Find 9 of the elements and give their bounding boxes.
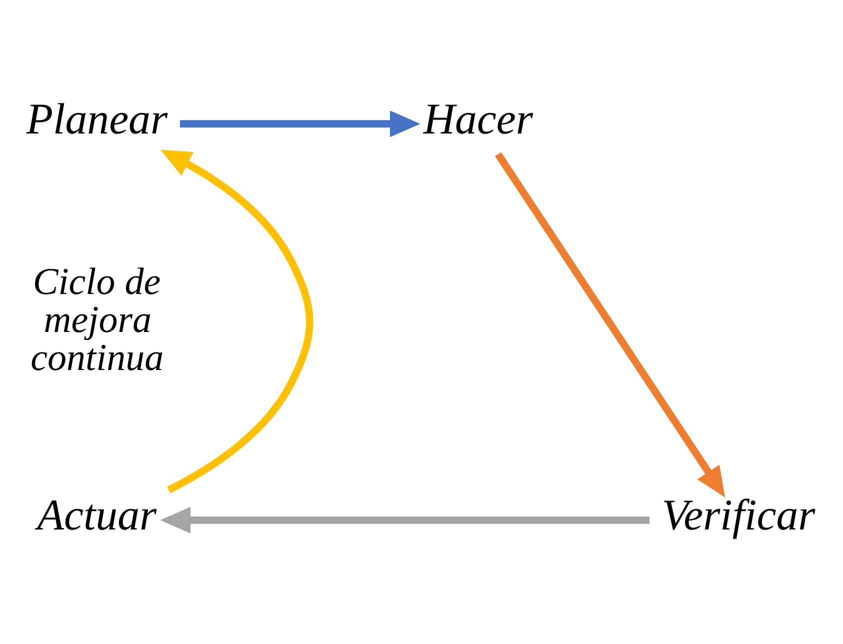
node-text: Planear [26,95,168,144]
node-text: Verificar [662,492,816,540]
node-text: Actuar [37,492,157,540]
arrow [495,152,726,498]
arrow [160,150,314,494]
arrow [180,110,420,138]
label: Ciclo de mejora continua [30,260,164,379]
arrow [160,506,650,534]
node-text: Hacer [423,95,533,144]
